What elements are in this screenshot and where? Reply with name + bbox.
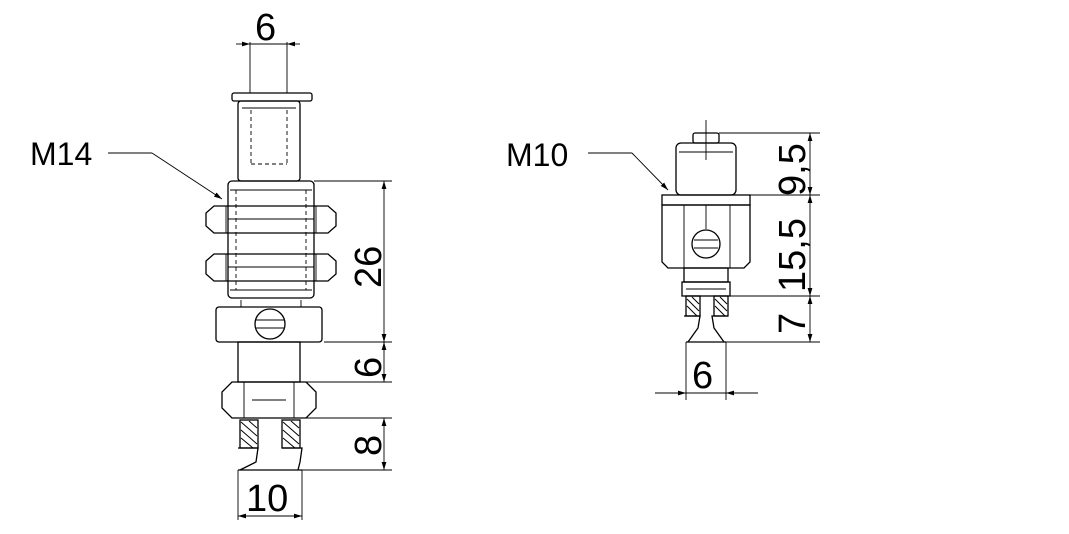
left-suction-cup [238,419,303,471]
left-dim-cup-height: 8 [348,435,390,456]
left-part-drawing: 6 M14 26 6 8 10 [30,7,392,520]
right-dim-cup-height: 7 [772,313,814,334]
right-part-drawing: M10 9,5 15,5 7 6 [506,120,820,400]
left-dim-middle-height: 6 [348,357,390,378]
right-suction-cup [684,295,729,343]
left-dim-top-width: 6 [255,7,276,49]
right-dim-bottom-width: 6 [692,355,713,397]
left-thread-label: M14 [30,136,92,172]
right-dim-top-height: 9,5 [772,143,814,196]
right-thread-label: M10 [506,137,568,173]
right-dim-body-height: 15,5 [772,218,814,292]
left-dim-body-height: 26 [348,246,390,288]
left-dim-bottom-width: 10 [246,478,288,520]
